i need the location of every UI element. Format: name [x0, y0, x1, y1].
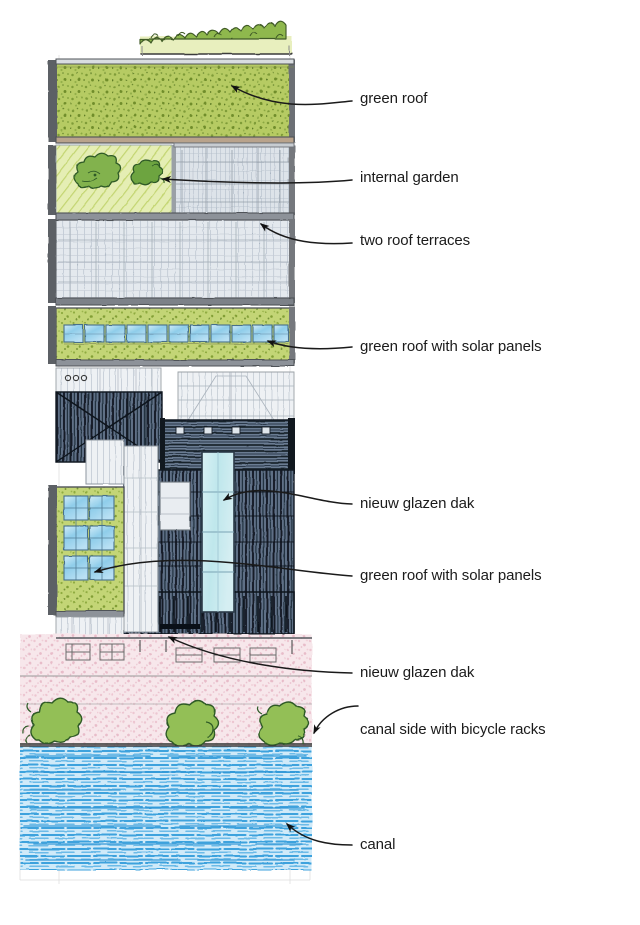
internal-garden [48, 144, 173, 215]
green-roof-top [48, 58, 295, 144]
callout-label-nieuw-glazen-dak-lower: nieuw glazen dak [360, 664, 475, 681]
leader-line-green-roof [230, 85, 353, 106]
leader-line-green-roof-solar-top [266, 340, 353, 350]
roof-terrace-lower [48, 212, 295, 306]
canal-edge-posts [139, 640, 293, 654]
callout-label-canal: canal [360, 836, 396, 853]
leader-line-green-roof-solar-lower [93, 559, 353, 577]
leader-line-canal-side-bicycle-racks [313, 705, 359, 735]
leader-line-nieuw-glazen-dak-lower [167, 636, 353, 674]
glass-roof-nieuw-glazen-dak [201, 451, 235, 613]
callout-label-two-roof-terraces: two roof terraces [360, 232, 471, 249]
callout-label-internal-garden: internal garden [360, 169, 459, 186]
leader-line-nieuw-glazen-dak-upper [222, 489, 353, 505]
bicycle-racks [65, 643, 277, 663]
dark-roof-upper-left [55, 391, 163, 463]
leader-line-internal-garden [161, 175, 353, 184]
garden-tree-small [130, 158, 165, 186]
callout-leader-lines [93, 85, 359, 846]
street-tree-3 [256, 701, 310, 746]
callout-label-green-roof: green roof [360, 90, 428, 107]
roof-terrace-upper [172, 142, 295, 216]
roof-lights [175, 426, 271, 435]
stair-core [85, 439, 191, 633]
leader-line-canal [285, 823, 353, 846]
vent-dots [64, 374, 88, 382]
street-tree-1 [22, 697, 83, 745]
callout-label-green-roof-solar-lower: green roof with solar panels [360, 567, 542, 584]
leader-line-two-roof-terraces [259, 223, 353, 245]
solar-panel-row [63, 324, 289, 345]
callout-label-canal-side-bicycle-racks: canal side with bicycle racks [360, 721, 546, 738]
callout-label-green-roof-solar-top: green roof with solar panels [360, 338, 542, 355]
dark-roof-central [160, 418, 295, 474]
green-roof-solar-lower [48, 485, 125, 640]
hedge-planter [139, 20, 292, 56]
callout-label-nieuw-glazen-dak-upper: nieuw glazen dak [360, 495, 475, 512]
canal-water [20, 745, 312, 870]
green-roof-solar-band [48, 306, 295, 367]
canal-side [20, 634, 312, 754]
garden-tree-large [73, 152, 122, 190]
